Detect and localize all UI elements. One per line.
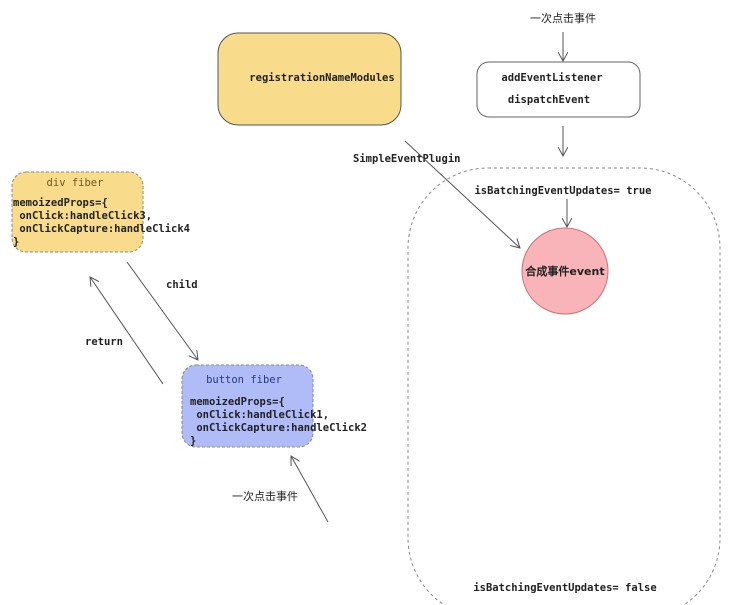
registration-name-modules-label: registrationNameModules [249,72,394,84]
arrow-click-to-button [291,456,329,523]
top-click-event-label: 一次点击事件 [530,11,596,25]
child-arrow [126,261,198,360]
return-arrow [90,277,164,385]
div-fiber-props-line: onClickCapture:handleClick4 [13,223,190,235]
div-fiber-props-line: } [13,236,19,248]
bottom-click-event-label: 一次点击事件 [232,489,298,503]
div-fiber-props-line: onClick:handleClick3, [13,210,152,222]
add-event-listener-label: addEventListener [501,72,602,84]
button-fiber-box [181,364,314,448]
button-fiber-props-line: onClickCapture:handleClick2 [190,422,367,434]
dispatch-box [476,61,641,118]
div-fiber-title: div fiber [47,177,104,189]
div-fiber-props-line: memoizedProps={ [13,197,108,209]
batching-false-label: isBatchingEventUpdates= false [473,582,656,594]
registration-name-modules-box [217,32,402,126]
arrow-plugin-to-event [404,140,520,248]
button-fiber-props-line: } [190,435,196,447]
button-fiber-props-line: onClick:handleClick1, [190,409,329,421]
button-fiber-props-line: memoizedProps={ [190,396,285,408]
batching-true-label: isBatchingEventUpdates= true [474,185,651,197]
button-fiber-title: button fiber [206,374,282,386]
child-label: child [166,279,198,291]
batching-region [407,167,721,605]
div-fiber-box [11,171,144,253]
simple-event-plugin-label: SimpleEventPlugin [353,153,460,165]
return-label: return [85,336,123,348]
synthetic-event-label: 合成事件event [525,264,604,278]
dispatch-event-label: dispatchEvent [508,94,590,106]
synthetic-event-circle [521,227,609,315]
